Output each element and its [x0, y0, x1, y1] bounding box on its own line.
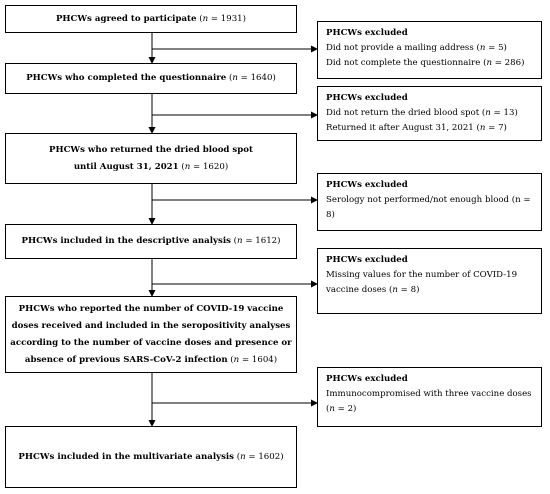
excluded-header: PHCWs excluded [326, 255, 408, 265]
excluded-item: (n = 2) [326, 404, 357, 414]
box-descriptive: PHCWs included in the descriptive analys… [5, 224, 297, 259]
excluded-header: PHCWs excluded [326, 374, 408, 384]
box-seropositivity-line-1: PHCWs who reported the number of COVID-1… [18, 303, 284, 314]
box-agreed-line-1: PHCWs agreed to participate (n = 1931) [55, 13, 247, 24]
excluded-box-5: PHCWs excluded Immunocompromised with th… [317, 367, 542, 427]
box-descriptive-line-1: PHCWs included in the descriptive analys… [21, 236, 281, 246]
excluded-item: Returned it after August 31, 2021 (n = 7… [326, 123, 507, 133]
excluded-header: PHCWs excluded [326, 180, 408, 190]
excluded-header: PHCWs excluded [326, 93, 408, 103]
excluded-box-4: PHCWs excluded Missing values for the nu… [317, 248, 542, 314]
excluded-box-2: PHCWs excluded Did not return the dried … [317, 86, 542, 141]
box-multivariate: PHCWs included in the multivariate analy… [5, 426, 297, 488]
excluded-box-1: PHCWs excluded Did not provide a mailing… [317, 21, 542, 79]
excluded-item: Immunocompromised with three vaccine dos… [326, 389, 532, 399]
excluded-item: Missing values for the number of COVID-1… [326, 270, 518, 280]
box-completed: PHCWs who completed the questionnaire (n… [5, 63, 297, 94]
excluded-box-3: PHCWs excluded Serology not performed/no… [317, 173, 542, 231]
box-agreed: PHCWs agreed to participate (n = 1931) [5, 5, 297, 33]
excluded-item: Did not return the dried blood spot (n =… [326, 108, 518, 118]
excluded-item: Serology not performed/not enough blood … [326, 195, 531, 205]
box-seropositivity-line-3: according to the number of vaccine doses… [10, 337, 292, 348]
excluded-item: 8) [326, 210, 335, 220]
excluded-item: vaccine doses (n = 8) [326, 285, 420, 295]
box-completed-line-1: PHCWs who completed the questionnaire (n… [26, 73, 276, 83]
excluded-item: Did not complete the questionnaire (n = … [326, 58, 525, 68]
box-returned-line-2: until August 31, 2021 (n = 1620) [73, 161, 229, 172]
excluded-header: PHCWs excluded [326, 28, 408, 38]
box-multivariate-line-1: PHCWs included in the multivariate analy… [18, 451, 284, 462]
excluded-item: Did not provide a mailing address (n = 5… [326, 43, 507, 53]
box-returned: PHCWs who returned the dried blood spot … [5, 133, 297, 184]
box-returned-line-1: PHCWs who returned the dried blood spot [49, 144, 253, 155]
box-seropositivity-line-4: absence of previous SARS-CoV-2 infection… [24, 354, 278, 365]
box-seropositivity: PHCWs who reported the number of COVID-1… [5, 296, 297, 373]
box-seropositivity-line-2: doses received and included in the serop… [11, 320, 291, 331]
